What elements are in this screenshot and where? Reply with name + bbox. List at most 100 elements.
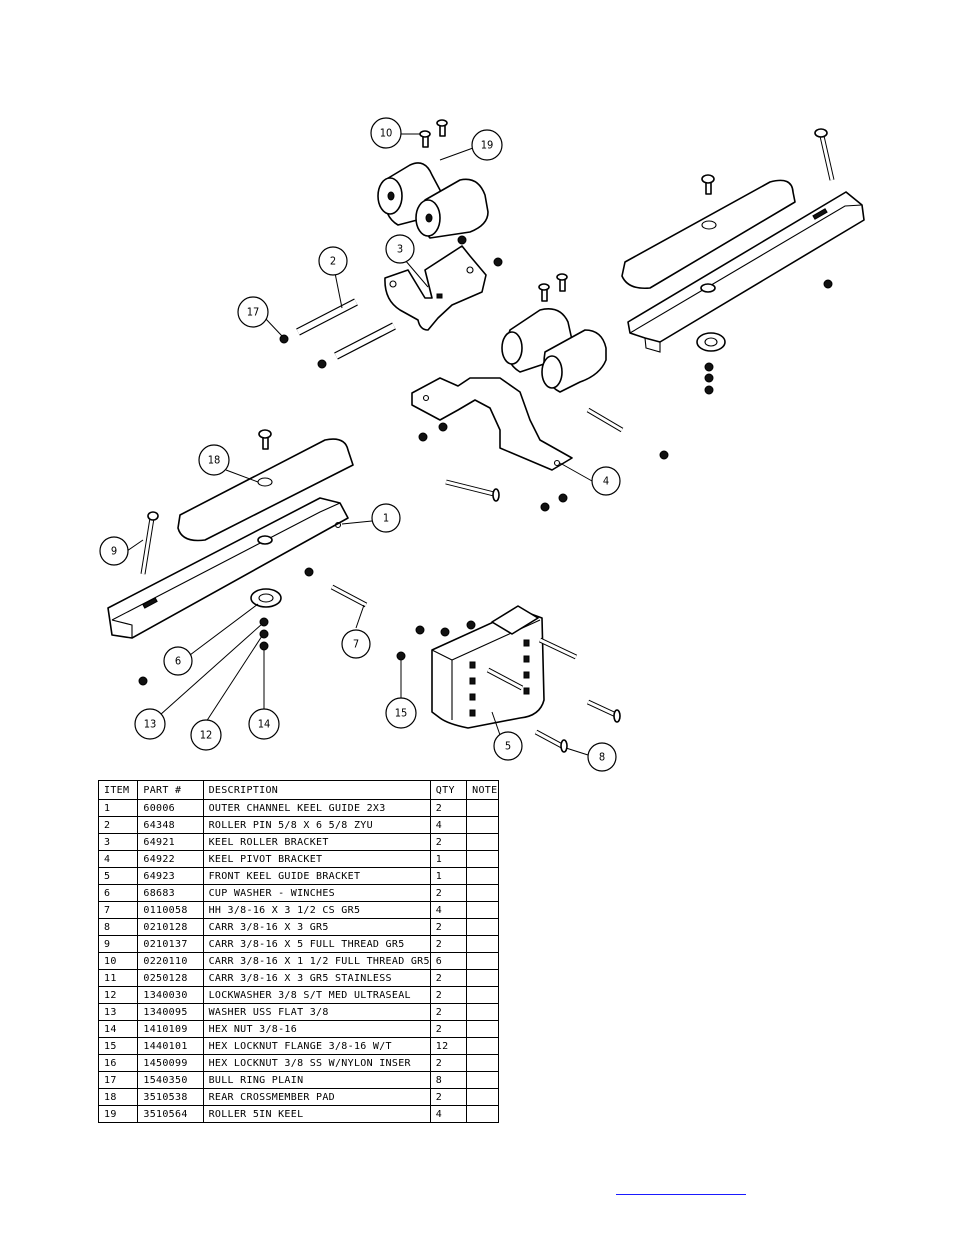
hex-bolt-left <box>330 584 368 608</box>
outer-channel-left <box>107 497 349 639</box>
svg-text:6: 6 <box>175 655 181 668</box>
qty-cell: 4 <box>429 901 468 919</box>
description-cell: HEX LOCKNUT 3/8 SS W/NYLON INSER <box>202 1054 431 1072</box>
carriage-bolt-mid <box>445 479 500 502</box>
carriage-bolts-front <box>486 637 621 753</box>
svg-text:15: 15 <box>395 707 408 720</box>
item-cell: 9 <box>97 935 139 953</box>
part-number-cell: 1410109 <box>137 1020 204 1038</box>
footer-link[interactable] <box>616 1180 746 1195</box>
part-number-cell: 0250128 <box>137 969 204 987</box>
callout-18: 18 <box>198 444 230 476</box>
svg-text:1: 1 <box>383 512 389 525</box>
keel-roller-bracket <box>384 245 487 331</box>
note-cell <box>466 1020 499 1038</box>
callout-13: 13 <box>134 708 166 740</box>
description-cell: CARR 3/8-16 X 3 GR5 STAINLESS <box>202 969 431 987</box>
description-cell: KEEL PIVOT BRACKET <box>202 850 431 868</box>
qty-cell: 4 <box>429 816 468 834</box>
roller-pins <box>296 298 396 360</box>
crossmember-pad-right <box>621 179 796 290</box>
qty-cell: 2 <box>429 1020 468 1038</box>
svg-text:4: 4 <box>603 475 609 488</box>
note-cell <box>466 867 499 885</box>
carriage-bolt-long-right <box>814 128 835 181</box>
item-cell: 3 <box>97 833 139 851</box>
bolt-hole-left <box>257 535 273 545</box>
note-cell <box>466 884 499 902</box>
part-number-cell: 68683 <box>137 884 204 902</box>
svg-text:3: 3 <box>397 243 403 256</box>
qty-cell: 6 <box>429 952 468 970</box>
item-cell: 18 <box>97 1088 139 1106</box>
part-number-cell: 1340095 <box>137 1003 204 1021</box>
qty-cell: 1 <box>429 850 468 868</box>
note-cell <box>466 1088 499 1106</box>
item-cell: 14 <box>97 1020 139 1038</box>
callout-12: 12 <box>190 719 222 751</box>
part-number-cell: 0210137 <box>137 935 204 953</box>
qty-cell: 2 <box>429 884 468 902</box>
qty-cell: 8 <box>429 1071 468 1089</box>
carriage-bolt-short-right <box>701 174 715 195</box>
callout-8: 8 <box>587 742 617 772</box>
part-number-cell: 0110058 <box>137 901 204 919</box>
description-cell: CUP WASHER - WINCHES <box>202 884 431 902</box>
note-cell <box>466 935 499 953</box>
description-cell: FRONT KEEL GUIDE BRACKET <box>202 867 431 885</box>
qty-cell: 2 <box>429 969 468 987</box>
description-cell: LOCKWASHER 3/8 S/T MED ULTRASEAL <box>202 986 431 1004</box>
note-cell <box>466 918 499 936</box>
keel-rollers-top <box>377 162 489 239</box>
part-number-cell: 1450099 <box>137 1054 204 1072</box>
qty-cell: 2 <box>429 986 468 1004</box>
note-cell <box>466 1071 499 1089</box>
note-cell <box>466 901 499 919</box>
front-keel-guide-bracket <box>431 605 545 729</box>
part-number-cell: 1540350 <box>137 1071 204 1089</box>
cup-washer-left <box>250 588 282 608</box>
note-cell <box>466 799 499 817</box>
callout-17: 17 <box>237 296 269 328</box>
description-cell: HEX LOCKNUT FLANGE 3/8-16 W/T <box>202 1037 431 1055</box>
exploded-assembly-drawing: 10 19 2 3 17 4 18 1 9 7 6 13 12 14 15 5 … <box>99 117 865 772</box>
description-cell: HEX NUT 3/8-16 <box>202 1020 431 1038</box>
item-cell: 10 <box>97 952 139 970</box>
bolt-hole-right <box>700 283 716 293</box>
header-item: ITEM <box>97 780 139 800</box>
qty-cell: 2 <box>429 918 468 936</box>
item-cell: 6 <box>97 884 139 902</box>
qty-cell: 2 <box>429 1003 468 1021</box>
note-cell <box>466 969 499 987</box>
note-cell <box>466 986 499 1004</box>
description-cell: CARR 3/8-16 X 1 1/2 FULL THREAD GR5 <box>202 952 431 970</box>
note-cell <box>466 1105 499 1123</box>
description-cell: REAR CROSSMEMBER PAD <box>202 1088 431 1106</box>
item-cell: 17 <box>97 1071 139 1089</box>
part-number-cell: 64923 <box>137 867 204 885</box>
svg-text:17: 17 <box>247 306 260 319</box>
item-cell: 8 <box>97 918 139 936</box>
hex-bolt-mid <box>586 407 624 433</box>
leader-lines <box>126 133 593 756</box>
description-cell: CARR 3/8-16 X 5 FULL THREAD GR5 <box>202 935 431 953</box>
note-cell <box>466 1003 499 1021</box>
item-cell: 11 <box>97 969 139 987</box>
note-cell <box>466 1054 499 1072</box>
note-cell <box>466 833 499 851</box>
item-cell: 4 <box>97 850 139 868</box>
item-cell: 2 <box>97 816 139 834</box>
description-cell: OUTER CHANNEL KEEL GUIDE 2X3 <box>202 799 431 817</box>
item-cell: 12 <box>97 986 139 1004</box>
callout-1: 1 <box>371 503 401 533</box>
svg-text:5: 5 <box>505 740 511 753</box>
